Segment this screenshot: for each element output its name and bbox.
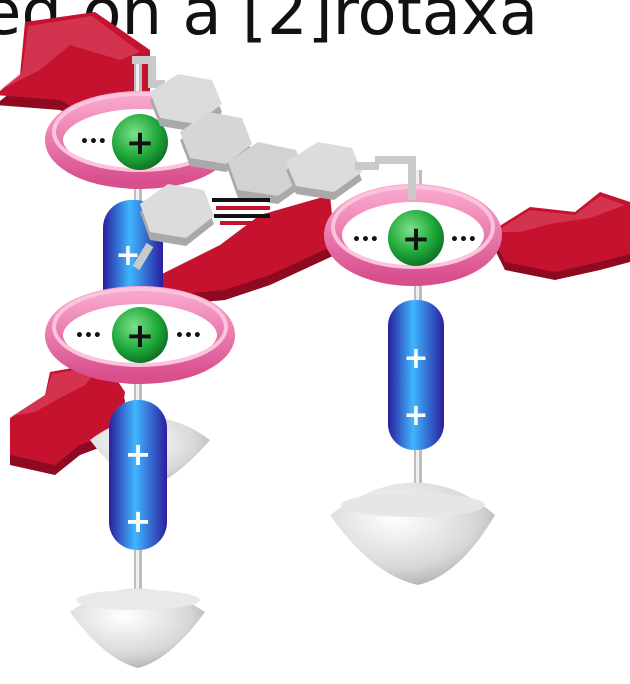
tube-charge-plus-5: + xyxy=(403,398,428,433)
hbond-dots-bottom-left-a: ••• xyxy=(75,328,102,344)
ammonium-plus-bottom-left: + xyxy=(126,316,155,356)
ammonium-plus-top-left: + xyxy=(126,123,155,163)
hbond-dots-right-b: ••• xyxy=(450,232,477,248)
tube-charge-plus-2: + xyxy=(125,435,152,473)
tube-charge-plus-3: + xyxy=(125,502,152,540)
hbond-dots-right-a: ••• xyxy=(352,232,379,248)
ammonium-plus-right: + xyxy=(402,219,431,259)
hbond-dots-top-left: ••• xyxy=(80,134,107,150)
red-station-right xyxy=(490,192,630,280)
hbond-dots-bottom-left-b: ••• xyxy=(175,328,202,344)
tube-charge-plus-4: + xyxy=(403,341,428,376)
stopper-bottom-left xyxy=(70,589,205,669)
stopper-right xyxy=(330,483,495,586)
